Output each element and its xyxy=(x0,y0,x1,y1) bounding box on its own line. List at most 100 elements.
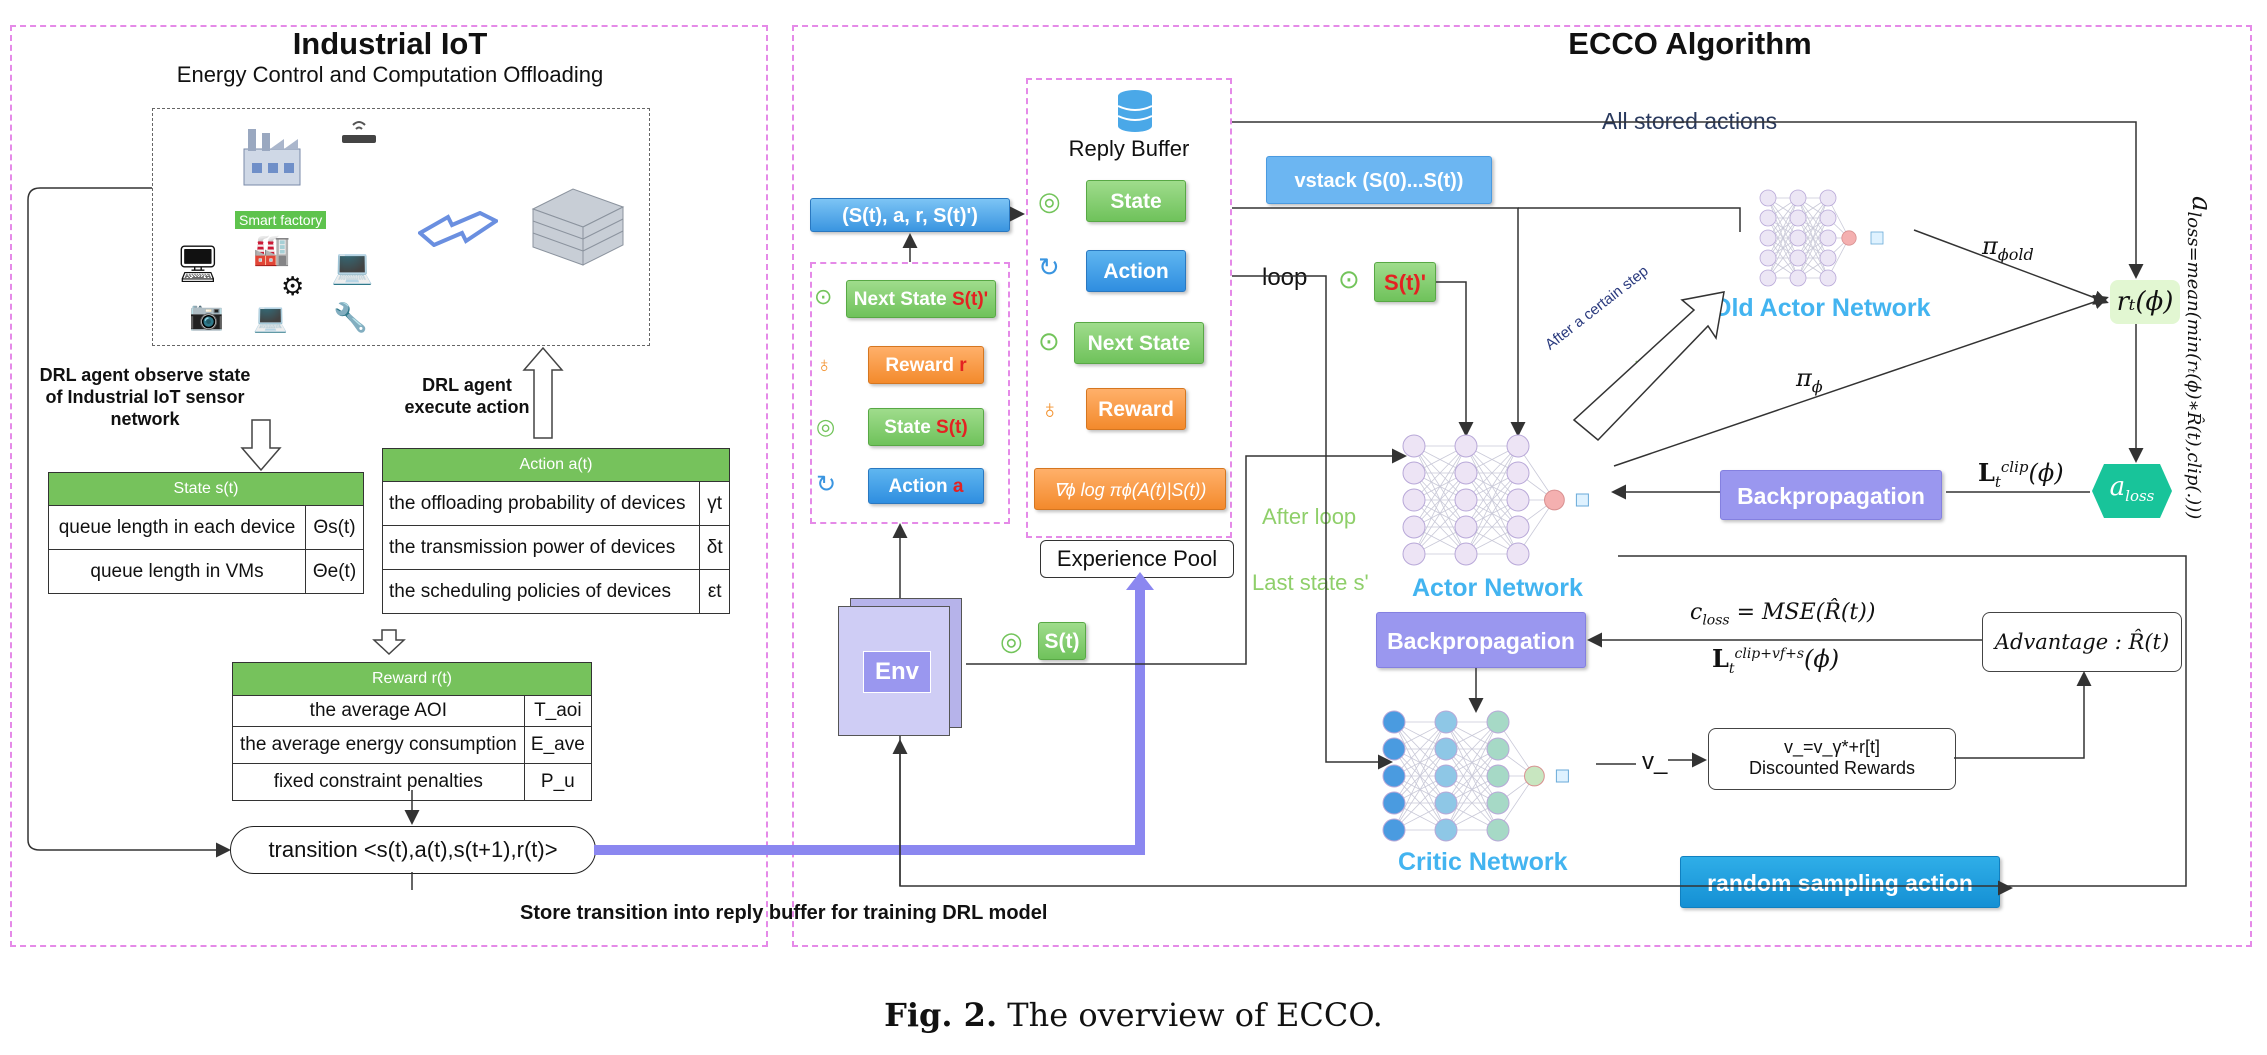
v-label: v_ xyxy=(1642,748,1668,775)
network-edge xyxy=(1445,721,1499,831)
medal-icon: ♁ xyxy=(816,352,833,377)
network-node xyxy=(1382,710,1406,734)
network-node xyxy=(1506,488,1530,512)
network-node xyxy=(1454,434,1478,458)
random-loop-line xyxy=(899,555,2187,887)
closs-symbol: c xyxy=(1690,600,1703,625)
database-icon xyxy=(1116,88,1154,137)
refresh-icon: ↻ xyxy=(1038,252,1060,282)
lclip-sub: t xyxy=(1994,472,2001,491)
medal-icon: ♁ xyxy=(1040,394,1060,424)
lclip-symbol: L xyxy=(1978,458,1995,487)
target-icon: ◎ xyxy=(816,414,836,439)
network-edge xyxy=(1445,748,1499,831)
network-node xyxy=(1789,249,1807,267)
network-edge xyxy=(1465,445,1519,555)
a-loss-sub: loss xyxy=(2125,487,2155,506)
sample-reward-label: Reward xyxy=(885,355,960,376)
network-node xyxy=(1382,764,1406,788)
network-node xyxy=(1486,737,1510,761)
desktop-icon: 💻 xyxy=(331,248,374,286)
table-cell: the offloading probability of devices xyxy=(381,481,701,526)
iot-illustration: Smart factory 🖥 🏭 ⚙ 💻 📷 💻 🔧 xyxy=(152,108,650,346)
network-output-node xyxy=(1524,765,1545,787)
pi-old-sub: ϕold xyxy=(1997,244,2034,264)
store-caption: Store transition into reply buffer for t… xyxy=(520,902,1048,924)
vstack-to-old-actor xyxy=(1518,207,1741,232)
sample-state-label: State xyxy=(884,417,937,438)
a-loss-label: aloss xyxy=(2090,472,2174,505)
server-rack-icon xyxy=(523,179,633,274)
network-node xyxy=(1382,791,1406,815)
pi-sub: ϕ xyxy=(1811,376,1823,396)
sample-action: Action a xyxy=(868,468,984,504)
pi-old-arrow xyxy=(1913,229,2109,305)
industrial-iot-panel xyxy=(10,25,768,947)
caption-label: Fig. 2. xyxy=(884,996,998,1034)
network-edge xyxy=(1393,721,1447,777)
network-edge xyxy=(1465,445,1519,528)
refresh-icon: ↻ xyxy=(816,471,837,498)
camera-icon: 📷 xyxy=(189,300,224,331)
conveyor-icon: 🔧 xyxy=(333,302,368,333)
buffer-gradient: ∇ϕ log πϕ(A(t)|S(t)) xyxy=(1034,468,1226,510)
network-edge xyxy=(1413,499,1467,555)
arrow-circle-icon: ⊙ xyxy=(814,284,833,309)
network-edge xyxy=(1413,445,1467,528)
factory-icon xyxy=(238,123,308,193)
industrial-iot-subtitle: Energy Control and Computation Offloadin… xyxy=(176,62,604,87)
ratio-box: rₜ(ϕ) xyxy=(2110,280,2180,324)
loop-label: loop xyxy=(1262,264,1308,292)
table-cell: fixed constraint penalties xyxy=(232,763,525,801)
observe-down-arrow xyxy=(240,419,282,472)
network-node xyxy=(1402,434,1426,458)
industrial-iot-title: Industrial IoT xyxy=(292,26,488,61)
network-output-port xyxy=(1555,769,1569,783)
a-loss-symbol: a xyxy=(2109,472,2126,502)
reply-buffer-title: Reply Buffer xyxy=(1068,136,1190,161)
network-node xyxy=(1789,229,1807,247)
network-output-port xyxy=(1575,493,1589,507)
network-node xyxy=(1819,269,1837,287)
network-node xyxy=(1454,461,1478,485)
table-cell: the scheduling policies of devices xyxy=(381,569,701,614)
table-cell: queue length in each device xyxy=(47,505,307,550)
table-cell: E_ave xyxy=(523,726,593,764)
network-node xyxy=(1434,818,1458,842)
network-node xyxy=(1819,189,1837,207)
network-node xyxy=(1789,269,1807,287)
transition-box: transition <s(t),a(t),s(t+1),r(t)> xyxy=(230,826,596,874)
network-node xyxy=(1402,515,1426,539)
network-edge xyxy=(1413,472,1467,555)
laptop-icon: 💻 xyxy=(253,302,288,333)
target-icon: ◎ xyxy=(1038,186,1061,216)
network-node xyxy=(1434,710,1458,734)
network-node xyxy=(1454,542,1478,566)
buffer-state: State xyxy=(1086,180,1186,222)
action-table: Action a(t) the offloading probability o… xyxy=(381,448,730,614)
pi-old-symbol: π xyxy=(1982,232,1998,260)
network-edge xyxy=(1445,721,1499,804)
store-arrow-head xyxy=(1126,572,1154,590)
network-node xyxy=(1454,515,1478,539)
network-edge xyxy=(1465,499,1519,555)
network-node xyxy=(1486,764,1510,788)
update-arrow xyxy=(1572,291,1725,442)
table-cell: Θe(t) xyxy=(305,549,364,594)
discount-formula: v_=v_γ*+r[t] xyxy=(1783,737,1881,757)
backprop-actor-button: Backpropagation xyxy=(1720,470,1942,520)
network-edge xyxy=(1767,217,1799,279)
network-edge xyxy=(1413,445,1467,501)
reward-table-header: Reward r(t) xyxy=(232,662,592,696)
pi-label: πϕ xyxy=(1796,364,1823,396)
table-cell: queue length in VMs xyxy=(47,549,307,594)
store-arrow xyxy=(594,588,1145,855)
arrow-circle-icon: ⊙ xyxy=(1338,264,1360,294)
env-block: Env xyxy=(838,606,950,736)
network-output-node xyxy=(1544,489,1565,511)
ecco-algorithm-panel xyxy=(792,25,2252,947)
